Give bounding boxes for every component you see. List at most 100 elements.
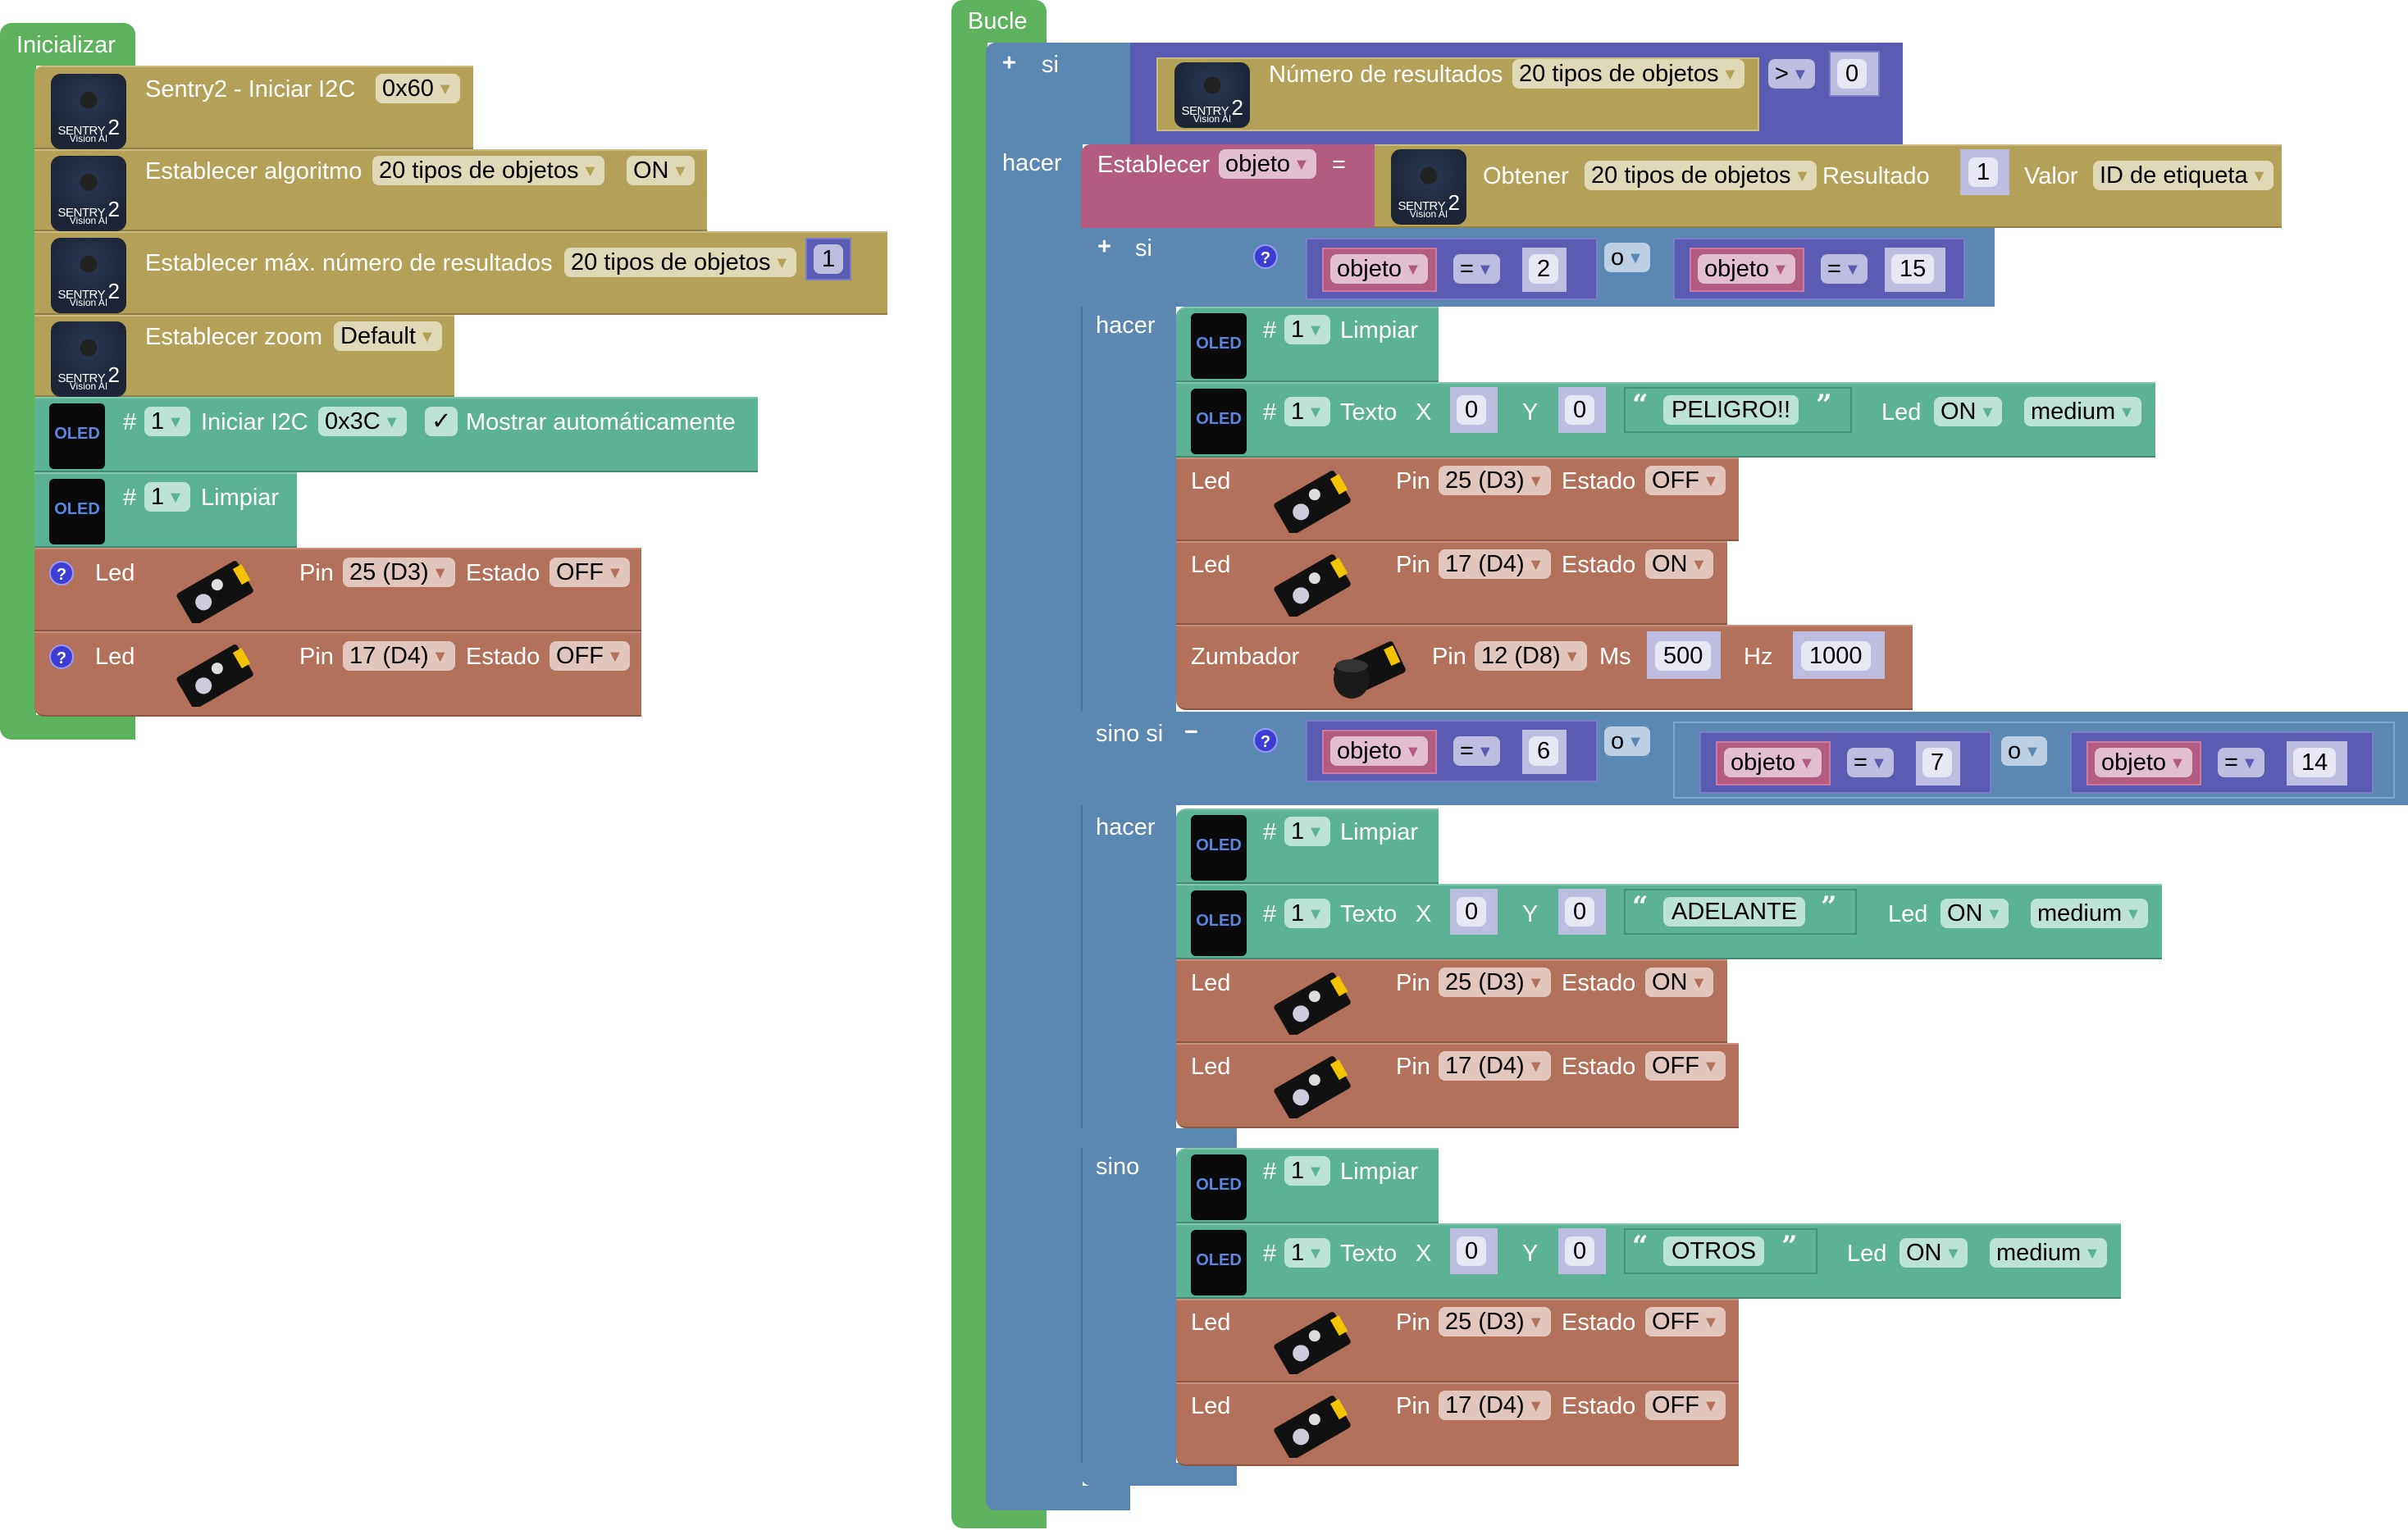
equals-operator-dropdown[interactable]: =▼	[1821, 254, 1868, 284]
compare-block[interactable]: objeto▼ =▼ 6	[1306, 720, 1598, 782]
if-outer-plus-icon[interactable]: +	[1002, 50, 1016, 76]
variable-dropdown[interactable]: objeto▼	[2095, 748, 2192, 777]
text-value[interactable]: OTROS	[1663, 1236, 1765, 1266]
x-number-block[interactable]: 0	[1450, 387, 1498, 433]
oled-id-dropdown[interactable]: 1▼	[1284, 1156, 1330, 1186]
hz-number-block[interactable]: 1000	[1793, 631, 1885, 679]
compare-block[interactable]: objeto▼ =▼ 15	[1673, 238, 1965, 300]
x-number-block[interactable]: 0	[1450, 1228, 1498, 1274]
text-value[interactable]: PELIGRO!!	[1663, 395, 1799, 425]
max-results-number-block[interactable]: 1	[805, 238, 851, 280]
state-dropdown[interactable]: OFF▼	[550, 558, 630, 587]
ms-number-block[interactable]: 500	[1647, 631, 1721, 679]
help-icon[interactable]: ?	[1253, 728, 1278, 753]
number-block[interactable]: 7	[1916, 741, 1960, 785]
led-state-dropdown[interactable]: ON▼	[1899, 1238, 1968, 1268]
oled-init-block[interactable]: OLED # 1▼ Iniciar I2C 0x3C▼ ✓ Mostrar au…	[34, 397, 758, 472]
y-value[interactable]: 0	[1565, 897, 1595, 927]
oled-clear-block[interactable]: OLED # 1▼ Limpiar	[1176, 808, 1439, 884]
loop-block[interactable]: Bucle	[951, 0, 2408, 1530]
compare-block[interactable]: objeto▼ =▼ 7	[1699, 731, 1991, 794]
pin-dropdown[interactable]: 12 (D8)▼	[1475, 641, 1587, 671]
x-number-block[interactable]: 0	[1450, 889, 1498, 935]
led-block[interactable]: Led Pin 17 (D4)▼ Estado ON▼	[1176, 541, 1727, 625]
variable-dropdown[interactable]: objeto▼	[1219, 149, 1316, 179]
string-block[interactable]: “ PELIGRO!! ”	[1624, 387, 1852, 433]
i2c-address-dropdown[interactable]: 0x60▼	[376, 74, 460, 103]
oled-text-block[interactable]: OLED # 1▼ Texto X 0 Y 0 “ ADELANTE ” Led…	[1176, 884, 2162, 959]
string-block[interactable]: “ ADELANTE ”	[1624, 889, 1857, 935]
number-block[interactable]: 2	[1522, 248, 1567, 292]
state-dropdown[interactable]: OFF▼	[550, 641, 630, 671]
pin-dropdown[interactable]: 25 (D3)▼	[1439, 466, 1551, 495]
number-value[interactable]: 14	[2293, 748, 2337, 777]
led-block[interactable]: Led Pin 25 (D3)▼ Estado ON▼	[1176, 959, 1727, 1043]
buzzer-block[interactable]: Zumbador Pin 12 (D8)▼ Ms 500 Hz 1000	[1176, 625, 1913, 710]
state-dropdown[interactable]: OFF▼	[1645, 1051, 1726, 1081]
compare-number-block[interactable]: 0	[1829, 51, 1880, 97]
oled-id-dropdown[interactable]: 1▼	[1284, 817, 1330, 846]
algorithm-state-dropdown[interactable]: ON▼	[627, 156, 695, 185]
variable-dropdown[interactable]: objeto▼	[1724, 748, 1822, 777]
string-block[interactable]: “ OTROS ”	[1624, 1228, 1817, 1274]
pin-dropdown[interactable]: 25 (D3)▼	[1439, 1307, 1551, 1336]
variable-get-block[interactable]: objeto▼	[2086, 741, 2201, 785]
number-block[interactable]: 6	[1522, 730, 1567, 774]
help-icon[interactable]: ?	[49, 644, 74, 669]
oled-id-dropdown[interactable]: 1▼	[1284, 397, 1330, 426]
compare-block[interactable]: objeto▼ =▼ 14	[2070, 731, 2374, 794]
state-dropdown[interactable]: OFF▼	[1645, 466, 1726, 495]
oled-address-dropdown[interactable]: 0x3C▼	[318, 407, 407, 436]
pin-dropdown[interactable]: 17 (D4)▼	[1439, 1051, 1551, 1081]
y-number-block[interactable]: 0	[1558, 387, 1606, 433]
state-dropdown[interactable]: OFF▼	[1645, 1391, 1726, 1420]
hz-value[interactable]: 1000	[1801, 641, 1871, 671]
ms-value[interactable]: 500	[1655, 641, 1712, 671]
oled-text-block[interactable]: OLED # 1▼ Texto X 0 Y 0 “ PELIGRO!! ” Le…	[1176, 382, 2155, 458]
variable-dropdown[interactable]: objeto▼	[1330, 254, 1428, 284]
number-block[interactable]: 14	[2287, 741, 2347, 785]
pin-dropdown[interactable]: 17 (D4)▼	[1439, 1391, 1551, 1420]
oled-clear-block[interactable]: OLED # 1▼ Limpiar	[1176, 307, 1439, 382]
variable-get-block[interactable]: objeto▼	[1690, 248, 1804, 292]
loop-hat[interactable]: Bucle	[951, 0, 1047, 43]
x-value[interactable]: 0	[1457, 395, 1487, 425]
pin-dropdown[interactable]: 17 (D4)▼	[343, 641, 455, 671]
oled-id-dropdown[interactable]: 1▼	[1284, 1238, 1330, 1268]
equals-operator-dropdown[interactable]: =▼	[1847, 748, 1894, 777]
compare-operator-dropdown[interactable]: >▼	[1768, 59, 1815, 89]
value-type-dropdown[interactable]: ID de etiqueta▼	[2093, 161, 2274, 190]
pin-dropdown[interactable]: 25 (D3)▼	[1439, 968, 1551, 997]
led-block[interactable]: Led Pin 17 (D4)▼ Estado OFF▼	[1176, 1043, 1739, 1128]
if-block-outer[interactable]	[986, 43, 1083, 1510]
led-state-dropdown[interactable]: ON▼	[1934, 397, 2003, 426]
led-block-1[interactable]: ? Led Pin 25 (D3)▼ Estado OFF▼	[34, 548, 641, 631]
remove-elseif-icon[interactable]: −	[1184, 719, 1198, 745]
result-index-value[interactable]: 1	[1968, 157, 1999, 187]
if-inner-plus-icon[interactable]: +	[1097, 234, 1111, 260]
get-algorithm-dropdown[interactable]: 20 tipos de objetos▼	[1585, 161, 1817, 190]
zoom-dropdown[interactable]: Default▼	[334, 321, 442, 351]
oled-id-dropdown[interactable]: 1▼	[144, 482, 190, 512]
font-size-dropdown[interactable]: medium▼	[1990, 1238, 2107, 1268]
number-value[interactable]: 6	[1529, 736, 1559, 766]
or-operator-dropdown[interactable]: o▼	[2001, 736, 2047, 766]
variable-dropdown[interactable]: objeto▼	[1698, 254, 1795, 284]
oled-id-dropdown[interactable]: 1▼	[144, 407, 190, 436]
auto-display-checkbox[interactable]: ✓	[425, 407, 458, 436]
compare-block[interactable]: objeto▼ =▼ 2	[1306, 238, 1598, 300]
variable-get-block[interactable]: objeto▼	[1322, 248, 1437, 292]
oled-clear-block[interactable]: OLED # 1▼ Limpiar	[1176, 1148, 1439, 1223]
led-block[interactable]: Led Pin 25 (D3)▼ Estado OFF▼	[1176, 1299, 1739, 1382]
equals-operator-dropdown[interactable]: =▼	[2218, 748, 2264, 777]
oled-id-dropdown[interactable]: 1▼	[1284, 315, 1330, 344]
or-operator-dropdown[interactable]: o▼	[1604, 726, 1650, 756]
help-icon[interactable]: ?	[49, 561, 74, 585]
equals-operator-dropdown[interactable]: =▼	[1453, 254, 1500, 284]
